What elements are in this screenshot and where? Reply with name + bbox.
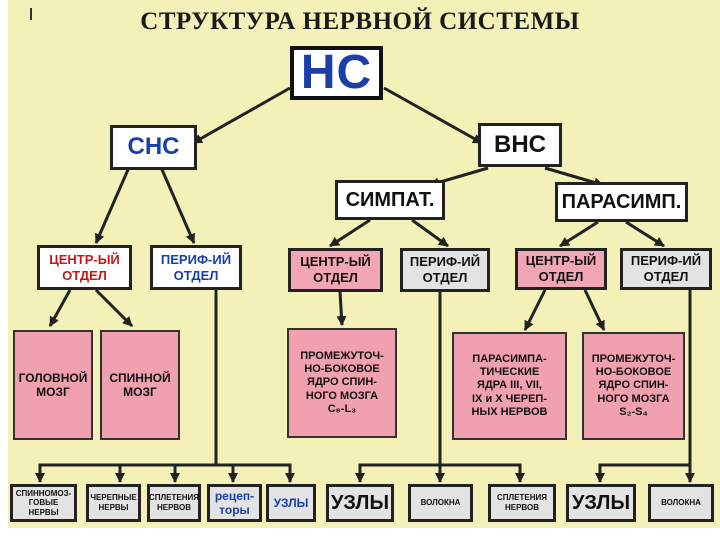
symp-plexus-node: СПЛЕТЕНИЯ НЕРВОВ: [488, 484, 556, 522]
bus-symp-peripheral: [355, 290, 442, 483]
cranial-nerves-node: ЧЕРЕПНЫЕ НЕРВЫ: [86, 484, 141, 522]
root-node-hs: НС: [290, 46, 383, 100]
para-fibers-node: ВОЛОКНА: [648, 484, 714, 522]
para-cranial-nuclei-node: ПАРАСИМПА- ТИЧЕСКИЕ ЯДРА III, VII, IX и …: [452, 332, 567, 440]
symp-ganglia-node: УЗЛЫ: [326, 484, 394, 522]
arrow-symp-central-to-nuclei: [336, 291, 347, 326]
receptors-node: рецеп- торы: [207, 484, 262, 522]
arrow-para-to-central: [559, 220, 599, 248]
arrow-para-central-to-sacral: [583, 289, 606, 331]
arrow-cns-to-peripheral: [158, 164, 196, 244]
arrow-symp-to-peripheral: [411, 218, 449, 248]
cns-ganglia-node: УЗЛЫ: [266, 484, 316, 522]
arrow-cns-to-central: [94, 164, 132, 244]
arrow-para-central-to-nuclei: [523, 289, 547, 331]
node-cns: СНС: [110, 125, 197, 170]
slide-marker: [30, 8, 32, 20]
para-ganglia-node: УЗЛЫ: [566, 484, 636, 522]
spinal-nerves-node: СПИННОМОЗ- ГОВЫЕ НЕРВЫ: [10, 484, 77, 522]
para-sacral-nuclei-node: ПРОМЕЖУТОЧ- НО-БОКОВОЕ ЯДРО СПИН- НОГО М…: [582, 332, 685, 440]
symp-nuclei-node: ПРОМЕЖУТОЧ- НО-БОКОВОЕ ЯДРО СПИН- НОГО М…: [287, 328, 397, 438]
arrow-central-to-brain: [48, 289, 72, 327]
symp-central-department: ЦЕНТР-ЫЙ ОТДЕЛ: [288, 248, 383, 292]
symp-fibers-node: ВОЛОКНА: [408, 484, 473, 522]
arrow-hs-to-cns: [192, 86, 291, 145]
arrow-hs-to-ans: [383, 86, 483, 145]
node-ans: ВНС: [478, 123, 562, 167]
node-parasympathetic: ПАРАСИМП.: [555, 182, 688, 222]
diagram-title: СТРУКТУРА НЕРВНОЙ СИСТЕМЫ: [140, 8, 580, 35]
bus-para-peripheral: [595, 290, 692, 483]
symp-peripheral-department: ПЕРИФ-ИЙ ОТДЕЛ: [400, 248, 490, 292]
nerve-plexus-node: СПЛЕТЕНИЯ НЕРВОВ: [147, 484, 201, 522]
spinal-cord-node: СПИННОЙ МОЗГ: [100, 330, 180, 440]
para-peripheral-department: ПЕРИФ-ИЙ ОТДЕЛ: [620, 248, 712, 290]
cns-peripheral-department: ПЕРИФ-ИЙ ОТДЕЛ: [150, 245, 242, 290]
para-central-department: ЦЕНТР-ЫЙ ОТДЕЛ: [515, 248, 607, 290]
cns-central-department: ЦЕНТР-ЫЙ ОТДЕЛ: [37, 245, 132, 290]
arrow-central-to-spinal: [94, 288, 134, 328]
bus-cns-peripheral: [35, 290, 218, 483]
arrow-symp-to-central: [329, 218, 371, 248]
node-sympathetic: СИМПАТ.: [335, 180, 445, 220]
brain-node: ГОЛОВНОЙ МОЗГ: [13, 330, 93, 440]
arrow-para-to-peripheral: [625, 220, 665, 248]
